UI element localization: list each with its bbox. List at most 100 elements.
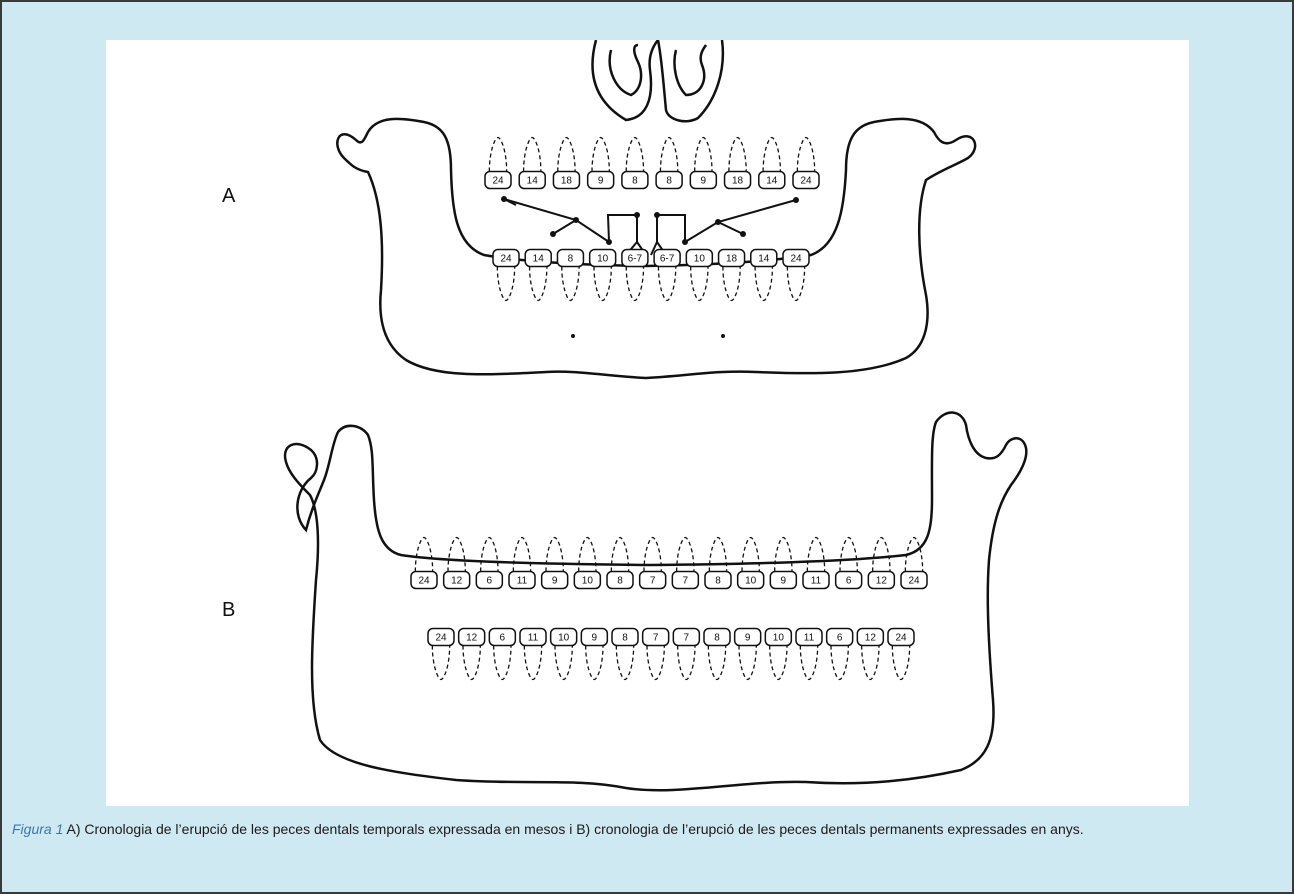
panel-b-lower-tooth-number: 7 [684, 633, 690, 644]
panel-a-lower-tooth: 6-7 [654, 250, 680, 301]
panel-b-lower-tooth-number: 10 [558, 633, 570, 644]
panel-a-lower-tooth-number: 24 [500, 254, 512, 265]
panel-b-lower-tooth: 24 [888, 629, 914, 680]
panel-a-upper-incisors [592, 40, 722, 121]
panel-b-lower-tooth: 9 [581, 629, 607, 680]
panel-a-lower-tooth-number: 10 [694, 254, 706, 265]
panel-b-lower-tooth-number: 7 [653, 633, 659, 644]
panel-b-upper-tooth-number: 12 [876, 576, 888, 587]
panel-a-upper-tooth: 9 [690, 138, 716, 189]
panel-b-lower-tooth-number: 12 [865, 633, 877, 644]
panel-b-lower-tooth: 12 [857, 629, 883, 680]
panel-b-upper-tooth-number: 8 [715, 576, 721, 587]
caption-text: A) Cronologia de l’erupció de les peces … [66, 821, 1083, 837]
panel-b-lower-tooth-number: 8 [622, 633, 628, 644]
panel-b-label: B [222, 599, 235, 622]
panel-a-lower-tooth: 24 [783, 250, 809, 301]
panel-a-upper-tooth: 14 [519, 138, 545, 189]
panel-b-upper-tooth-number: 8 [617, 576, 623, 587]
panel-a-lower-tooth-number: 14 [533, 254, 545, 265]
panel-b-lower-tooth-number: 9 [592, 633, 598, 644]
panel-b-upper-tooth: 24 [411, 538, 437, 589]
panel-a-label: A [222, 185, 235, 208]
panel-a-upper-tooth: 14 [759, 138, 785, 189]
panel-b-lower-tooth: 10 [551, 629, 577, 680]
panel-b-lower-tooth-number: 24 [895, 633, 907, 644]
panel-b-upper-tooth-number: 9 [552, 576, 558, 587]
panel-b-upper-tooth-number: 10 [745, 576, 757, 587]
panel-a-upper-tooth-number: 24 [492, 176, 504, 187]
panel-b-upper-tooth-number: 10 [582, 576, 594, 587]
panel-a-lower-tooth: 6-7 [622, 250, 648, 301]
panel-a-lower-tooth-number: 18 [726, 254, 738, 265]
panel-a-lower-tooth: 14 [751, 250, 777, 301]
panel-b-upper-tooth: 8 [607, 538, 633, 589]
panel-b-upper-tooth-number: 24 [418, 576, 430, 587]
panel-b-lower-tooth-number: 11 [528, 633, 539, 644]
panel-b-lower-tooth: 7 [643, 629, 669, 680]
panel-b-lower-tooth: 8 [612, 629, 638, 680]
panel-b-lower-tooth-number: 12 [466, 633, 478, 644]
panel-b-upper-tooth-number: 6 [487, 576, 493, 587]
panel-a-lower-tooth: 14 [525, 250, 551, 301]
panel-b-lower-tooth: 10 [765, 629, 791, 680]
panel-b-upper-tooth-number: 7 [683, 576, 689, 587]
panel-b-upper-tooth-number: 24 [908, 576, 920, 587]
panel-b-upper-tooth: 7 [640, 538, 666, 589]
panel-b-upper-tooth: 11 [803, 538, 829, 589]
panel-a-lower-tooth-number: 6-7 [660, 254, 675, 265]
panel-a-lower-tooth: 24 [493, 250, 519, 301]
panel-a-lower-tooth: 18 [719, 250, 745, 301]
dental-diagram: 24 14 18 9 8 8 9 18 14 24 24 14 8 10 6-7 6-7 10 18 14 24 24 1… [106, 40, 1189, 806]
panel-a-upper-tooth: 9 [588, 138, 614, 189]
panel-b-upper-tooth: 6 [836, 538, 862, 589]
panel-b-lower-tooth-number: 11 [804, 633, 815, 644]
panel-b-lower-tooth-number: 6 [500, 633, 506, 644]
panel-a-lower-tooth: 8 [557, 250, 583, 301]
panel-b-lower-tooth-number: 24 [435, 633, 447, 644]
panel-b-upper-tooth-number: 11 [517, 576, 528, 587]
panel-b-upper-tooth-number: 12 [451, 576, 463, 587]
panel-b-lower-tooth-number: 9 [745, 633, 751, 644]
panel-a-upper-tooth-number: 9 [701, 176, 707, 187]
panel-a-upper-tooth: 8 [622, 138, 648, 189]
panel-b-lower-tooth: 11 [796, 629, 822, 680]
panel-b-lower-tooth-number: 8 [714, 633, 720, 644]
panel-a-upper-tooth-number: 18 [561, 176, 573, 187]
figure-label: Figura 1 [12, 821, 63, 837]
panel-a-lower-tooth-number: 6-7 [628, 254, 643, 265]
panel-b-upper-tooth: 7 [672, 538, 698, 589]
panel-b-upper-tooth: 12 [444, 538, 470, 589]
panel-a-upper-tooth-number: 8 [666, 176, 672, 187]
panel-a-lower-tooth: 10 [590, 250, 616, 301]
panel-b-upper-tooth-number: 6 [846, 576, 852, 587]
panel-b-lower-tooth: 24 [428, 629, 454, 680]
panel-a-upper-tooth-number: 24 [800, 176, 812, 187]
panel-a-upper-tooth-number: 14 [766, 176, 778, 187]
panel-a-upper-tooth: 18 [725, 138, 751, 189]
panel-b-jaw-outline [285, 413, 1026, 791]
panel-a-upper-tooth: 24 [485, 138, 511, 189]
panel-a-lower-tooth: 10 [686, 250, 712, 301]
panel-b-lower-tooth: 6 [827, 629, 853, 680]
panel-a-upper-tooth: 18 [553, 138, 579, 189]
panel-b-upper-tooth-number: 7 [650, 576, 656, 587]
panel-a-lower-tooth-number: 14 [758, 254, 770, 265]
panel-a-upper-tooth-number: 8 [632, 176, 638, 187]
panel-a-upper-tooth-number: 18 [732, 176, 744, 187]
panel-b-upper-tooth-number: 11 [811, 576, 822, 587]
figure-caption: Figura 1 A) Cronologia de l’erupció de l… [12, 820, 1282, 838]
panel-b-lower-tooth-number: 6 [837, 633, 843, 644]
panel-a-upper-tooth-number: 14 [527, 176, 539, 187]
panel-a-eruption-lines [504, 199, 796, 255]
panel-b-lower-tooth: 7 [673, 629, 699, 680]
panel-b-lower-tooth-number: 10 [773, 633, 785, 644]
panel-a-lower-tooth-number: 24 [790, 254, 802, 265]
panel-b-lower-tooth: 8 [704, 629, 730, 680]
panel-a-jaw-outline [337, 119, 975, 378]
panel-a-upper-tooth: 8 [656, 138, 682, 189]
panel-a-lower-tooth-number: 10 [597, 254, 609, 265]
panel-b-upper-tooth-number: 9 [781, 576, 787, 587]
tooth-layer: 24 14 18 9 8 8 9 18 14 24 24 14 8 10 6-7 6-7 10 18 14 24 24 1… [411, 138, 927, 680]
